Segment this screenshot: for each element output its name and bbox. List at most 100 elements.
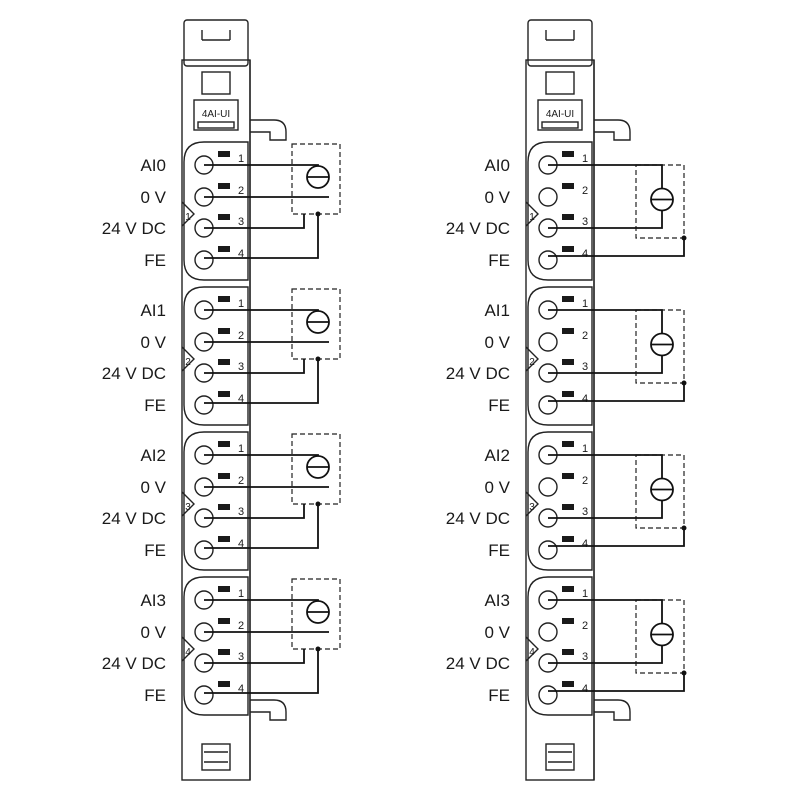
terminal-label: FE (144, 541, 166, 560)
junction-dot (681, 525, 687, 531)
label-plate (537, 99, 583, 131)
terminal-label-signal: AI1 (140, 301, 166, 320)
release-button (562, 359, 574, 365)
release-button (562, 504, 574, 510)
terminal-hole (538, 622, 558, 642)
group-index: 2 (185, 357, 191, 368)
group-index: 1 (185, 212, 191, 223)
pin-number: 4 (582, 683, 588, 695)
wire-fe (204, 504, 319, 549)
pin-number: 2 (238, 185, 244, 197)
sensor-box (635, 164, 685, 239)
pin-number: 1 (582, 443, 588, 455)
top-latch (183, 19, 249, 67)
pin-number: 3 (582, 506, 588, 518)
connector-outline (527, 286, 593, 426)
pin-number: 1 (238, 298, 244, 310)
junction-dot (315, 356, 321, 362)
bottom-clip-detail (204, 751, 228, 763)
wire-supply (204, 649, 305, 664)
side-clip-bottom (594, 699, 631, 721)
release-button (562, 328, 574, 334)
terminal-label-signal: AI3 (484, 591, 510, 610)
junction-dot (681, 380, 687, 386)
pin-number: 2 (238, 330, 244, 342)
terminal-hole (194, 250, 214, 270)
junction-dot (315, 211, 321, 217)
wire-supply (548, 355, 663, 374)
release-button (218, 183, 230, 189)
terminal-hole (194, 395, 214, 415)
group-marker (181, 201, 195, 227)
label-slot (197, 121, 235, 129)
wire-signal (548, 164, 663, 189)
group-marker (525, 201, 539, 227)
wire-signal (204, 454, 319, 456)
terminal-label: 0 V (140, 333, 166, 352)
wire-fe (204, 649, 319, 694)
pin-number: 1 (238, 153, 244, 165)
release-button (218, 649, 230, 655)
pin-number: 1 (582, 588, 588, 600)
sensor-box (635, 454, 685, 529)
pin-number: 4 (238, 538, 244, 550)
terminal-label-signal: AI3 (140, 591, 166, 610)
pin-number: 4 (238, 683, 244, 695)
terminal-label: FE (144, 251, 166, 270)
terminal-label-signal: AI2 (484, 446, 510, 465)
wire-fe (548, 238, 685, 257)
pin-number: 2 (238, 475, 244, 487)
release-button (218, 296, 230, 302)
pin-number: 2 (582, 620, 588, 632)
terminal-label: FE (144, 686, 166, 705)
pin-number: 1 (238, 443, 244, 455)
junction-dot (315, 501, 321, 507)
terminal-hole (194, 540, 214, 560)
release-button (218, 536, 230, 542)
pin-number: 2 (582, 475, 588, 487)
terminal-label: 0 V (484, 333, 510, 352)
release-button (218, 391, 230, 397)
release-button (562, 649, 574, 655)
release-button (218, 504, 230, 510)
pin-number: 2 (582, 330, 588, 342)
group-marker (525, 346, 539, 372)
latch-detail (545, 30, 575, 41)
wire-supply (548, 210, 663, 229)
terminal-hole (538, 540, 558, 560)
release-button (562, 214, 574, 220)
module-body (525, 59, 595, 781)
pin-number: 4 (238, 248, 244, 260)
group-index: 2 (529, 357, 535, 368)
release-button (562, 391, 574, 397)
wire-fe (204, 359, 319, 404)
sensor-box (635, 309, 685, 384)
terminal-label-signal: AI1 (484, 301, 510, 320)
release-button (562, 586, 574, 592)
terminal-hole (538, 477, 558, 497)
wire-supply (204, 504, 305, 519)
sensor-box (291, 288, 341, 360)
terminal-hole (538, 395, 558, 415)
pin-number: 3 (582, 651, 588, 663)
wire-signal (548, 454, 663, 479)
group-index: 4 (529, 647, 535, 658)
top-latch (527, 19, 593, 67)
terminal-label: 24 V DC (102, 364, 166, 383)
wire-supply (548, 500, 663, 519)
terminal-label: 24 V DC (446, 654, 510, 673)
connector-outline (527, 431, 593, 571)
sensor-box (291, 143, 341, 215)
release-button (562, 441, 574, 447)
pin-number: 1 (582, 298, 588, 310)
top-clip (201, 71, 231, 95)
release-button (218, 618, 230, 624)
connector-outline (183, 431, 249, 571)
wire-signal (204, 164, 319, 166)
terminal-label: FE (488, 251, 510, 270)
release-button (218, 151, 230, 157)
